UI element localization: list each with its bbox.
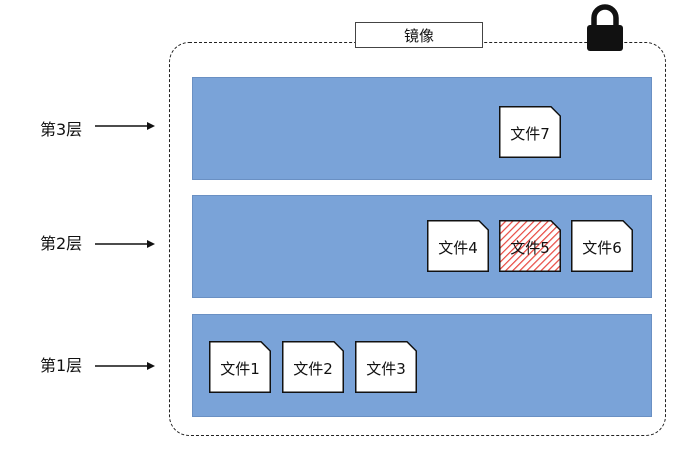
file-card: 文件1 — [209, 341, 271, 393]
layer-3 — [192, 77, 652, 180]
layer-2-label: 第2层 — [40, 234, 83, 253]
padlock-icon — [587, 4, 623, 51]
file-card: 文件4 — [427, 220, 489, 272]
file-label: 文件5 — [510, 238, 550, 257]
arrow-right-icon — [95, 240, 155, 248]
layer-3-label: 第3层 — [40, 120, 83, 139]
file-label: 文件7 — [510, 124, 550, 143]
file-card-hatched: 文件5 — [499, 220, 561, 272]
file-label: 文件1 — [220, 359, 260, 378]
file-card: 文件7 — [499, 106, 561, 158]
file-label: 文件3 — [366, 359, 406, 378]
image-title: 镜像 — [355, 22, 483, 48]
file-label: 文件4 — [438, 238, 478, 257]
file-label: 文件2 — [293, 359, 333, 378]
layer-1-label: 第1层 — [40, 356, 83, 375]
file-card: 文件6 — [571, 220, 633, 272]
arrow-right-icon — [95, 122, 155, 130]
file-label: 文件6 — [582, 238, 622, 257]
file-card: 文件2 — [282, 341, 344, 393]
file-card: 文件3 — [355, 341, 417, 393]
arrow-right-icon — [95, 362, 155, 370]
